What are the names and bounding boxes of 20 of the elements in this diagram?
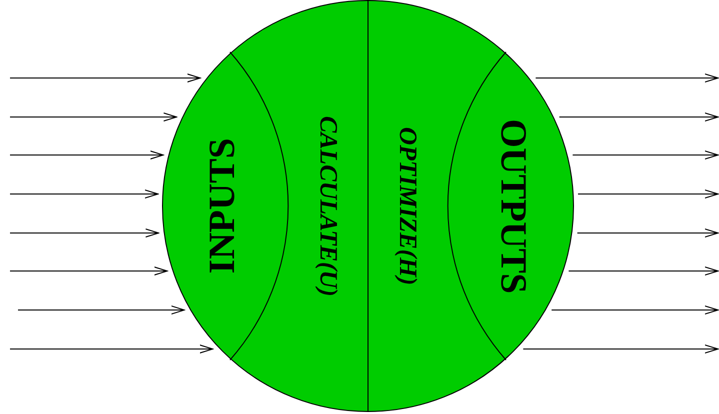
region-label: OUTPUTS xyxy=(494,118,532,294)
arrow xyxy=(10,344,214,354)
region-label: INPUTS xyxy=(204,138,241,274)
arrow xyxy=(558,112,718,122)
arrow xyxy=(10,74,201,82)
arrow xyxy=(10,228,160,238)
arrow xyxy=(10,190,158,198)
arrow xyxy=(10,266,168,276)
arrow xyxy=(572,150,718,160)
region-label: CALCULATE(U) xyxy=(316,116,340,296)
arrow xyxy=(10,150,164,160)
arrow xyxy=(576,228,718,238)
arrow xyxy=(18,306,185,314)
arrow xyxy=(535,74,718,82)
arrow xyxy=(568,266,718,276)
arrow xyxy=(10,112,178,122)
region-label: OPTIMIZE(H) xyxy=(395,126,420,286)
arrow xyxy=(522,344,718,354)
arrow xyxy=(551,306,718,314)
arrow xyxy=(578,190,718,198)
